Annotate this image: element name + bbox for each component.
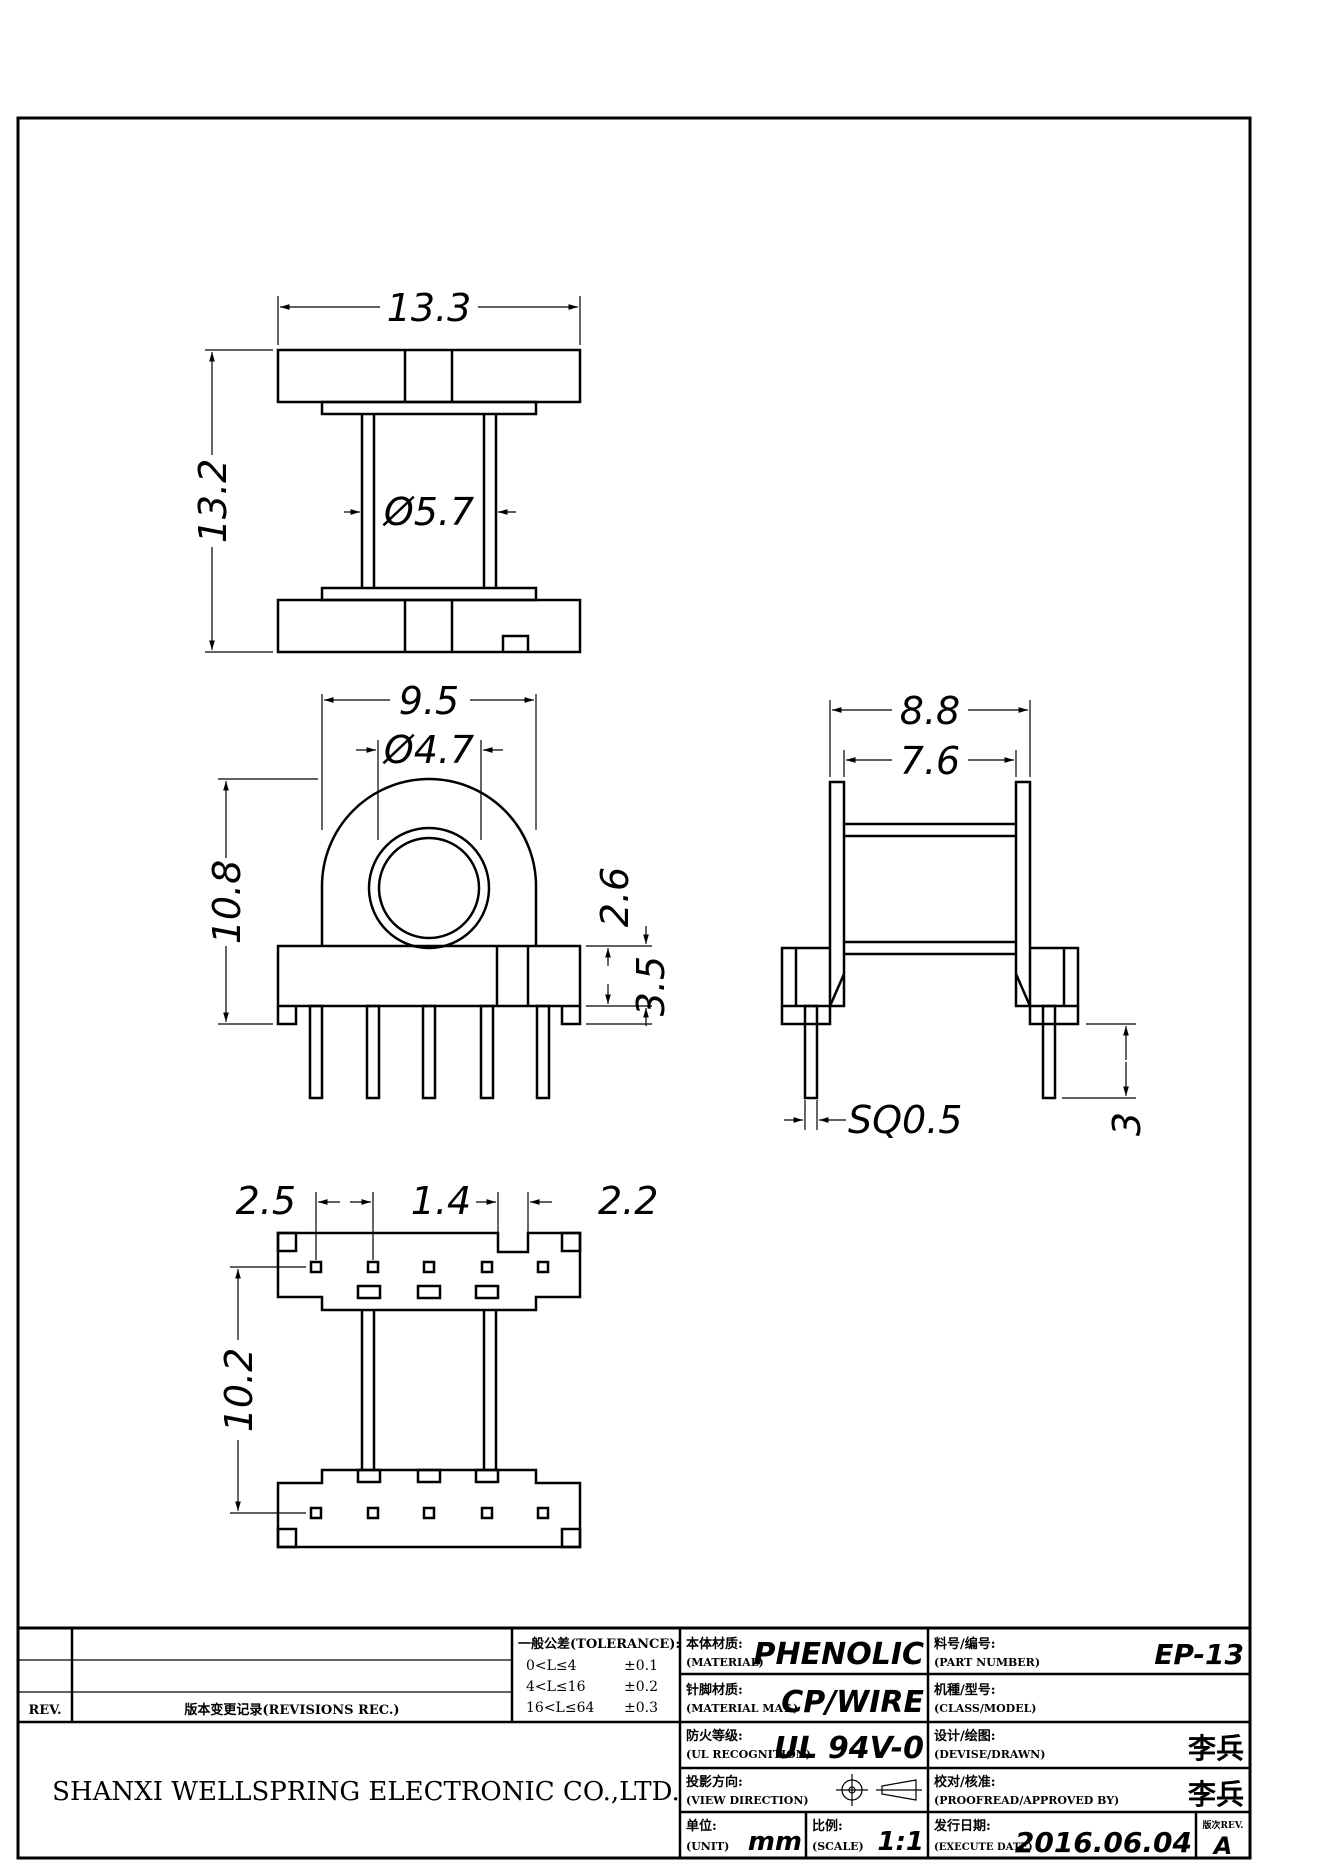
bottom-view: 2.5 1.4 2.2 10.2: [217, 1179, 658, 1549]
material-en: (MATERIAL): [686, 1656, 764, 1669]
pin-mat-value: CP/WIRE: [781, 1685, 924, 1720]
projection-symbol-icon: [836, 1774, 922, 1806]
approved-cn: 校对/核准:: [934, 1774, 996, 1790]
tol-value-3: ±0.3: [624, 1700, 658, 1716]
dim-side-inner: 7.6: [900, 739, 960, 783]
scale-cn: 比例:: [812, 1818, 843, 1834]
dim-front-core-dia: Ø4.7: [382, 728, 474, 772]
drawn-en: (DEVISE/DRAWN): [934, 1748, 1045, 1761]
scale-value: 1:1: [877, 1827, 924, 1857]
dim-bottom-left-pitch: 2.5: [236, 1179, 296, 1223]
date-cn: 发行日期:: [933, 1818, 991, 1834]
dim-pin-square: SQ0.5: [848, 1098, 962, 1142]
date-en: (EXECUTE DATE): [934, 1842, 1033, 1853]
drawn-value: 李兵: [1188, 1732, 1244, 1765]
unit-cn: 单位:: [686, 1818, 717, 1834]
top-view: 13.3 13.2 Ø5.7: [191, 286, 582, 654]
part-value: EP-13: [1154, 1638, 1244, 1671]
dim-bottom-right-pitch: 2.2: [598, 1179, 658, 1223]
approved-value: 李兵: [1188, 1778, 1244, 1811]
part-cn: 料号/编号:: [934, 1636, 996, 1652]
tol-range-3: 16<L≤64: [526, 1700, 594, 1716]
class-cn: 机種/型号:: [934, 1682, 996, 1698]
tol-range-1: 0<L≤4: [526, 1658, 577, 1674]
ul-cn: 防火等级:: [686, 1728, 743, 1744]
tol-value-1: ±0.1: [624, 1658, 658, 1674]
date-value: 2016.06.04: [1015, 1826, 1192, 1859]
rev-label: REV.: [28, 1703, 61, 1718]
dim-front-width: 9.5: [399, 679, 459, 723]
dim-top-core-dia: Ø5.7: [382, 490, 474, 534]
dim-side-outer: 8.8: [900, 689, 960, 733]
tol-range-2: 4<L≤16: [526, 1679, 586, 1695]
dim-top-height: 13.2: [191, 459, 235, 544]
pin-mat-en: (MATERIAL MAT.): [686, 1702, 798, 1715]
class-en: (CLASS/MODEL): [934, 1702, 1037, 1715]
rev-no-value: A: [1212, 1832, 1233, 1860]
dim-front-base-height: 3.5: [629, 956, 673, 1016]
dim-top-width: 13.3: [387, 286, 472, 330]
company-name: SHANXI WELLSPRING ELECTRONIC CO.,LTD.: [52, 1777, 680, 1807]
dim-bottom-pitch: 1.4: [411, 1179, 471, 1223]
title-block: REV. 版本变更记录(REVISIONS REC.) 一般公差(TOLERAN…: [16, 1626, 1252, 1860]
material-cn: 本体材质:: [686, 1636, 743, 1652]
tolerance-title: 一般公差(TOLERANCE):: [518, 1636, 680, 1652]
approved-en: (PROOFREAD/APPROVED BY): [934, 1794, 1119, 1807]
scale-en: (SCALE): [812, 1840, 864, 1853]
dim-front-height: 10.8: [205, 860, 249, 945]
tol-value-2: ±0.2: [624, 1679, 658, 1695]
view-en: (VIEW DIRECTION): [686, 1794, 809, 1807]
ul-en: (UL RECOGNITION): [686, 1748, 811, 1761]
material-value: PHENOLIC: [754, 1637, 925, 1672]
unit-value: mm: [748, 1827, 802, 1857]
dim-pin-length: 3: [1105, 1112, 1149, 1136]
view-cn: 投影方向:: [686, 1774, 743, 1790]
ul-value: UL 94V-0: [774, 1731, 924, 1766]
unit-en: (UNIT): [686, 1840, 729, 1853]
dim-bottom-height: 10.2: [217, 1348, 261, 1433]
dim-front-flange-top: 2.6: [593, 867, 637, 927]
front-view: 9.5 Ø4.7 10.8 2.6 3.5: [205, 679, 673, 1100]
side-view: 8.8 7.6 SQ0.5 3: [780, 689, 1149, 1142]
revisions-label: 版本变更记录(REVISIONS REC.): [184, 1702, 399, 1718]
rev-no-label: 版次REV.: [1202, 1819, 1244, 1831]
drawn-cn: 设计/绘图:: [934, 1728, 996, 1744]
part-en: (PART NUMBER): [934, 1656, 1040, 1669]
pin-mat-cn: 针脚材质:: [685, 1682, 743, 1698]
